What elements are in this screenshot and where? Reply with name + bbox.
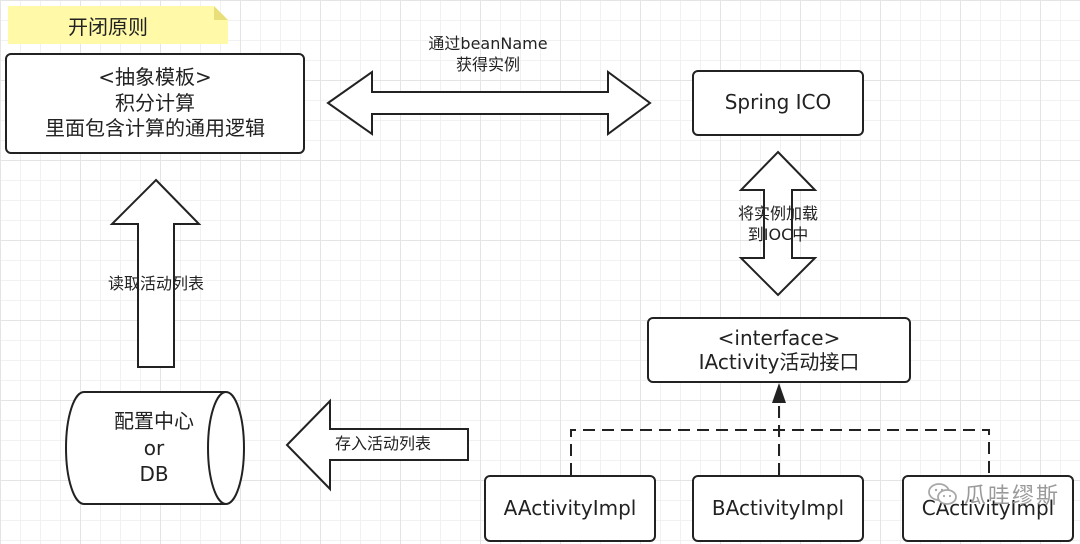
watermark-text: 瓜哇缪斯 bbox=[963, 484, 1060, 509]
config-center-line2: or bbox=[143, 435, 165, 460]
spring-ico-label: Spring ICO bbox=[724, 90, 832, 115]
store-list-left-arrow bbox=[285, 398, 469, 492]
bean-name-line1: 通过beanName bbox=[428, 34, 548, 53]
interface-box: <interface> IActivity活动接口 bbox=[647, 317, 911, 383]
interface-line2: IActivity活动接口 bbox=[698, 350, 860, 374]
wechat-icon bbox=[928, 483, 957, 505]
bean-name-double-arrow bbox=[326, 70, 652, 136]
implements-dashed-lines bbox=[570, 400, 990, 475]
implements-arrowhead bbox=[772, 383, 786, 403]
impl-box-b: BActivityImpl bbox=[692, 475, 864, 542]
title-note: 开闭原则 bbox=[8, 6, 228, 44]
config-center-cylinder bbox=[65, 391, 245, 505]
watermark: 瓜哇缪斯 bbox=[928, 478, 1060, 510]
impl-box-a: AActivityImpl bbox=[484, 475, 656, 542]
title-note-label: 开闭原则 bbox=[68, 14, 148, 39]
impl-label-b: BActivityImpl bbox=[711, 495, 845, 520]
load-ioc-line2: 到IOC中 bbox=[747, 224, 809, 244]
load-ioc-line1: 将实例加载 bbox=[737, 204, 818, 223]
abstract-template-line1: <抽象模板> bbox=[98, 65, 212, 90]
config-center-line1: 配置中心 bbox=[114, 409, 194, 434]
read-list-label: 读取活动列表 bbox=[107, 274, 204, 293]
interface-line1: <interface> bbox=[717, 326, 841, 350]
store-list-label: 存入活动列表 bbox=[334, 434, 431, 453]
read-list-up-arrow bbox=[109, 178, 202, 368]
config-center-line3: DB bbox=[139, 462, 169, 487]
config-center-label: 配置中心 or DB bbox=[66, 396, 242, 500]
abstract-template-line3: 里面包含计算的通用逻辑 bbox=[45, 116, 265, 141]
bean-name-line2: 获得实例 bbox=[455, 54, 520, 74]
load-ioc-double-arrow bbox=[738, 150, 818, 297]
load-ioc-label: 将实例加载 到IOC中 bbox=[718, 204, 838, 246]
bean-name-label: 通过beanName 获得实例 bbox=[408, 34, 568, 76]
impl-box-c: CActivityImpl bbox=[902, 475, 1074, 542]
abstract-template-box: <抽象模板> 积分计算 里面包含计算的通用逻辑 bbox=[5, 53, 305, 154]
spring-ico-box: Spring ICO bbox=[692, 70, 864, 136]
impl-label-a: AActivityImpl bbox=[503, 495, 637, 520]
abstract-template-line2: 积分计算 bbox=[115, 90, 195, 115]
